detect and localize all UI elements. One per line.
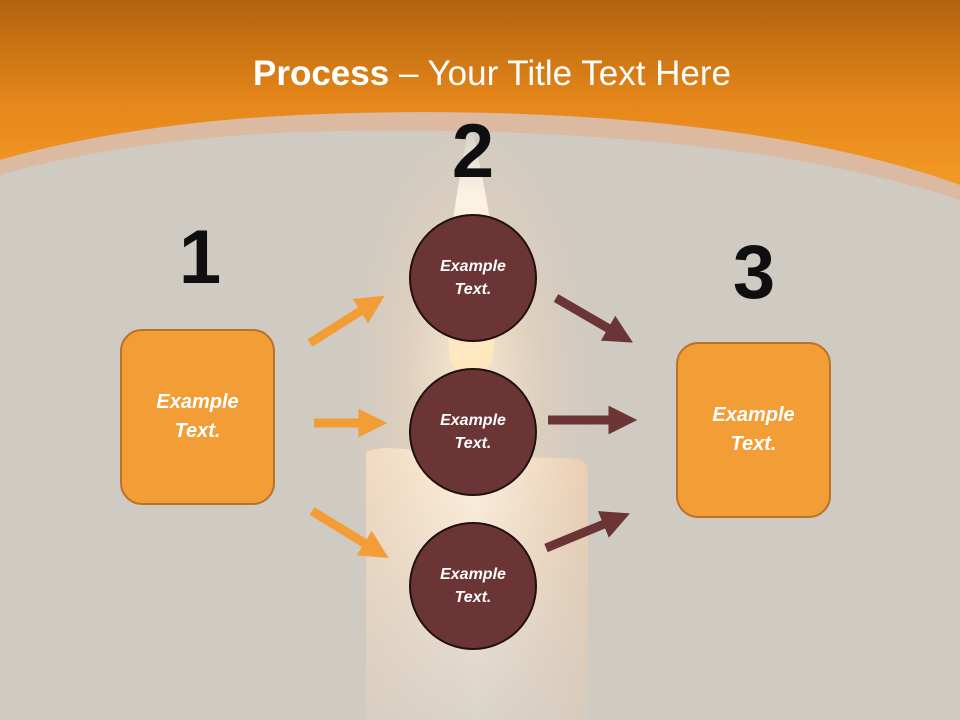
left-box-text: Example Text.: [156, 391, 239, 442]
circle-bottom-text: Example Text.: [440, 566, 506, 606]
circle-top: Example Text.: [409, 214, 537, 342]
left-text-box: Example Text.: [120, 329, 275, 505]
step-number-2: 2: [451, 109, 495, 194]
right-box-text: Example Text.: [712, 404, 795, 455]
step-number-1: 1: [178, 215, 222, 300]
arrow-top-to-right: [553, 294, 633, 343]
title-bold: Process: [253, 54, 390, 93]
right-text-box: Example Text.: [676, 342, 831, 518]
title-rest: – Your Title Text Here: [389, 54, 731, 93]
circle-bottom: Example Text.: [409, 522, 537, 650]
slide-title: Process – Your Title Text Here: [0, 50, 960, 98]
circle-middle: Example Text.: [409, 368, 537, 496]
arrow-bottom-to-right: [544, 511, 630, 553]
step-number-3: 3: [732, 230, 776, 315]
arrow-left-to-bottom: [309, 507, 389, 559]
arrow-left-to-top: [307, 295, 385, 347]
circle-middle-text: Example Text.: [440, 412, 506, 452]
circle-top-text: Example Text.: [440, 258, 506, 298]
